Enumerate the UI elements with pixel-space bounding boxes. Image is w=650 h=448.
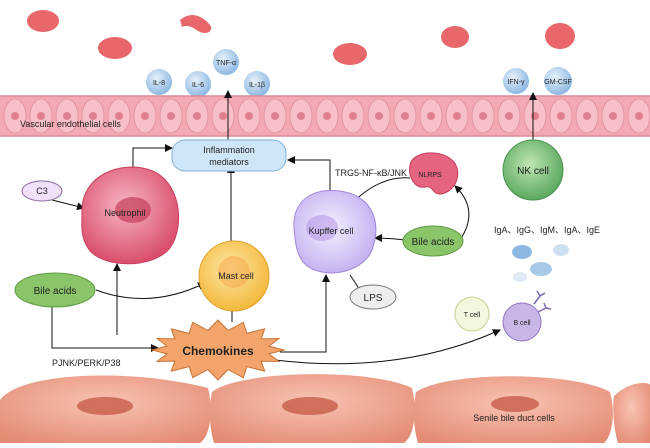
cytokine-tnf: TNF-α [216, 60, 236, 67]
red-blood-cell [180, 15, 212, 33]
arrow-bile-to-kupffer [374, 234, 406, 243]
cytokine-il1b: IL-1β [249, 82, 265, 89]
antibody-bead [512, 245, 532, 259]
inflammation-mediators-box: Inflammation mediators [171, 139, 287, 172]
bile-acids-left-node: Bile acids [14, 272, 96, 308]
endothelial-nucleus [271, 112, 279, 120]
nlrp-label: NLRPS [418, 172, 442, 179]
arrow-chemokines-to-kupffer [280, 274, 330, 353]
c3-label: C3 [36, 186, 48, 196]
neutrophil-cell: Neutrophil [81, 166, 180, 265]
red-blood-cell [333, 43, 367, 65]
endothelial-nucleus [453, 112, 461, 120]
red-blood-cell [441, 26, 469, 48]
endothelial-nucleus [219, 112, 227, 120]
cytokine-bead [503, 68, 529, 94]
endothelial-nucleus [141, 112, 149, 120]
endothelial-nucleus [557, 112, 565, 120]
cytokine-bead [146, 69, 172, 95]
endothelial-nucleus [583, 112, 591, 120]
endothelial-nucleus [401, 112, 409, 120]
endothelial-nucleus [531, 112, 539, 120]
cytokine-gmcsf: GM-CSF [544, 79, 572, 86]
mediators-line2: mediators [209, 157, 249, 167]
arrow-kupffer-to-mediators [287, 156, 331, 200]
cytokine-group-left: IL-8 IL-6 TNF-α IL-1β [146, 49, 270, 97]
antibody-beads [512, 244, 569, 282]
lps-node: LPS [349, 284, 397, 310]
arrow-bile-to-mast [95, 282, 206, 299]
t-cell-label: T cell [464, 312, 481, 319]
lps-label: LPS [364, 293, 383, 304]
red-blood-cells [27, 10, 575, 65]
cytokine-bead [544, 67, 572, 95]
arrow-bile-to-chemokines [51, 304, 159, 352]
kupffer-cell: Kupffer cell [293, 189, 377, 274]
arrow-chemokines-to-bcell [274, 329, 501, 365]
cytokine-bead [213, 49, 239, 75]
mediators-line1: Inflammation [203, 145, 255, 155]
immunoglobulin-list: IgA、IgG、IgM、IgA、IgE [494, 225, 600, 235]
endothelial-nucleus [297, 112, 305, 120]
endothelial-nucleus [323, 112, 331, 120]
antibody-bead [513, 272, 527, 282]
endothelial-nucleus [427, 112, 435, 120]
nk-cell-label: NK cell [517, 166, 549, 177]
endothelial-nucleus [479, 112, 487, 120]
antibody-bead [530, 262, 552, 276]
red-blood-cell [98, 37, 132, 59]
endothelial-nucleus [505, 112, 513, 120]
cytokine-ifng: IFN-γ [507, 79, 525, 86]
b-cell-label: B cell [513, 320, 531, 327]
bile-duct-cell [613, 382, 650, 443]
pathway-pjnk-label: PJNK/PERK/P38 [52, 358, 121, 368]
b-cell: B cell [502, 290, 552, 342]
endothelial-nucleus [375, 112, 383, 120]
kupffer-label: Kupffer cell [309, 226, 354, 236]
mast-cell: Mast cell [198, 240, 270, 312]
cytokine-il6: IL-6 [192, 82, 204, 89]
bile-acids-right-node: Bile acids [402, 225, 464, 257]
endothelial-nucleus [635, 112, 643, 120]
bile-acids-left-label: Bile acids [34, 286, 77, 297]
endothelial-nucleus [89, 112, 97, 120]
nk-cell: NK cell [502, 139, 564, 201]
chemokines-label: Chemokines [182, 344, 254, 358]
endothelial-nucleus [349, 112, 357, 120]
nlrp-node: NLRPS [409, 152, 459, 195]
endothelial-nucleus [37, 112, 45, 120]
red-blood-cell [27, 10, 59, 32]
red-blood-cell [545, 23, 575, 49]
bile-acids-right-label: Bile acids [412, 237, 455, 248]
endothelial-nucleus [245, 112, 253, 120]
neutrophil-label: Neutrophil [104, 208, 145, 218]
chemokines-node: Chemokines [150, 319, 286, 381]
endothelial-nucleus [63, 112, 71, 120]
arrow-bile-to-nlrp [454, 185, 470, 241]
cytokine-bead [244, 71, 270, 97]
endothelial-nucleus [193, 112, 201, 120]
t-cell: T cell [454, 296, 490, 332]
pathway-trg5-label: TRG5-NF-κB/JNK [335, 168, 407, 178]
senile-cells-label: Senile bile duct cells [473, 413, 555, 423]
mast-cell-label: Mast cell [218, 271, 254, 281]
bile-duct-layer: Senile bile duct cells [0, 374, 650, 443]
endothelial-nucleus [167, 112, 175, 120]
cytokine-il8: IL-8 [153, 80, 165, 87]
endothelial-nucleus [609, 112, 617, 120]
arrow-c3-to-neutrophil [51, 199, 85, 211]
vascular-endothelium: Vascular endothelial cells [0, 95, 650, 137]
endothelial-nucleus [11, 112, 19, 120]
endothelium-label: Vascular endothelial cells [20, 119, 121, 129]
endothelial-nucleus [115, 112, 123, 120]
antibody-bead [553, 244, 569, 256]
cytokine-group-right: IFN-γ GM-CSF [503, 67, 572, 95]
cytokine-bead [185, 71, 211, 97]
c3-node: C3 [21, 180, 63, 202]
